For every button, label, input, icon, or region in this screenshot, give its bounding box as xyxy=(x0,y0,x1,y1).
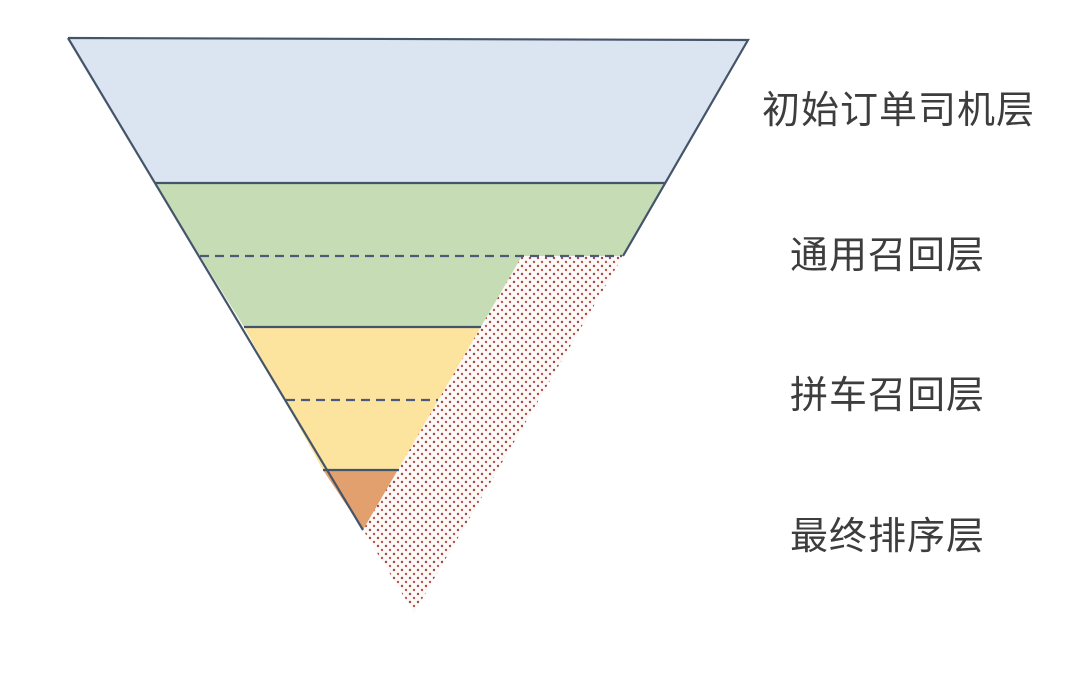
label-initial-order-driver-layer: 初始订单司机层 xyxy=(762,90,1036,132)
label-final-ranking-layer: 最终排序层 xyxy=(790,516,986,558)
layer-initial-order-driver xyxy=(68,38,748,183)
layer-carpool-recall xyxy=(244,327,481,470)
layer-final-ranking xyxy=(323,470,398,530)
label-general-recall-layer: 通用召回层 xyxy=(790,235,986,277)
dotted-cutaway-region xyxy=(363,256,623,613)
funnel-left-outline xyxy=(67,37,364,531)
label-carpool-recall-layer: 拼车召回层 xyxy=(790,375,986,417)
